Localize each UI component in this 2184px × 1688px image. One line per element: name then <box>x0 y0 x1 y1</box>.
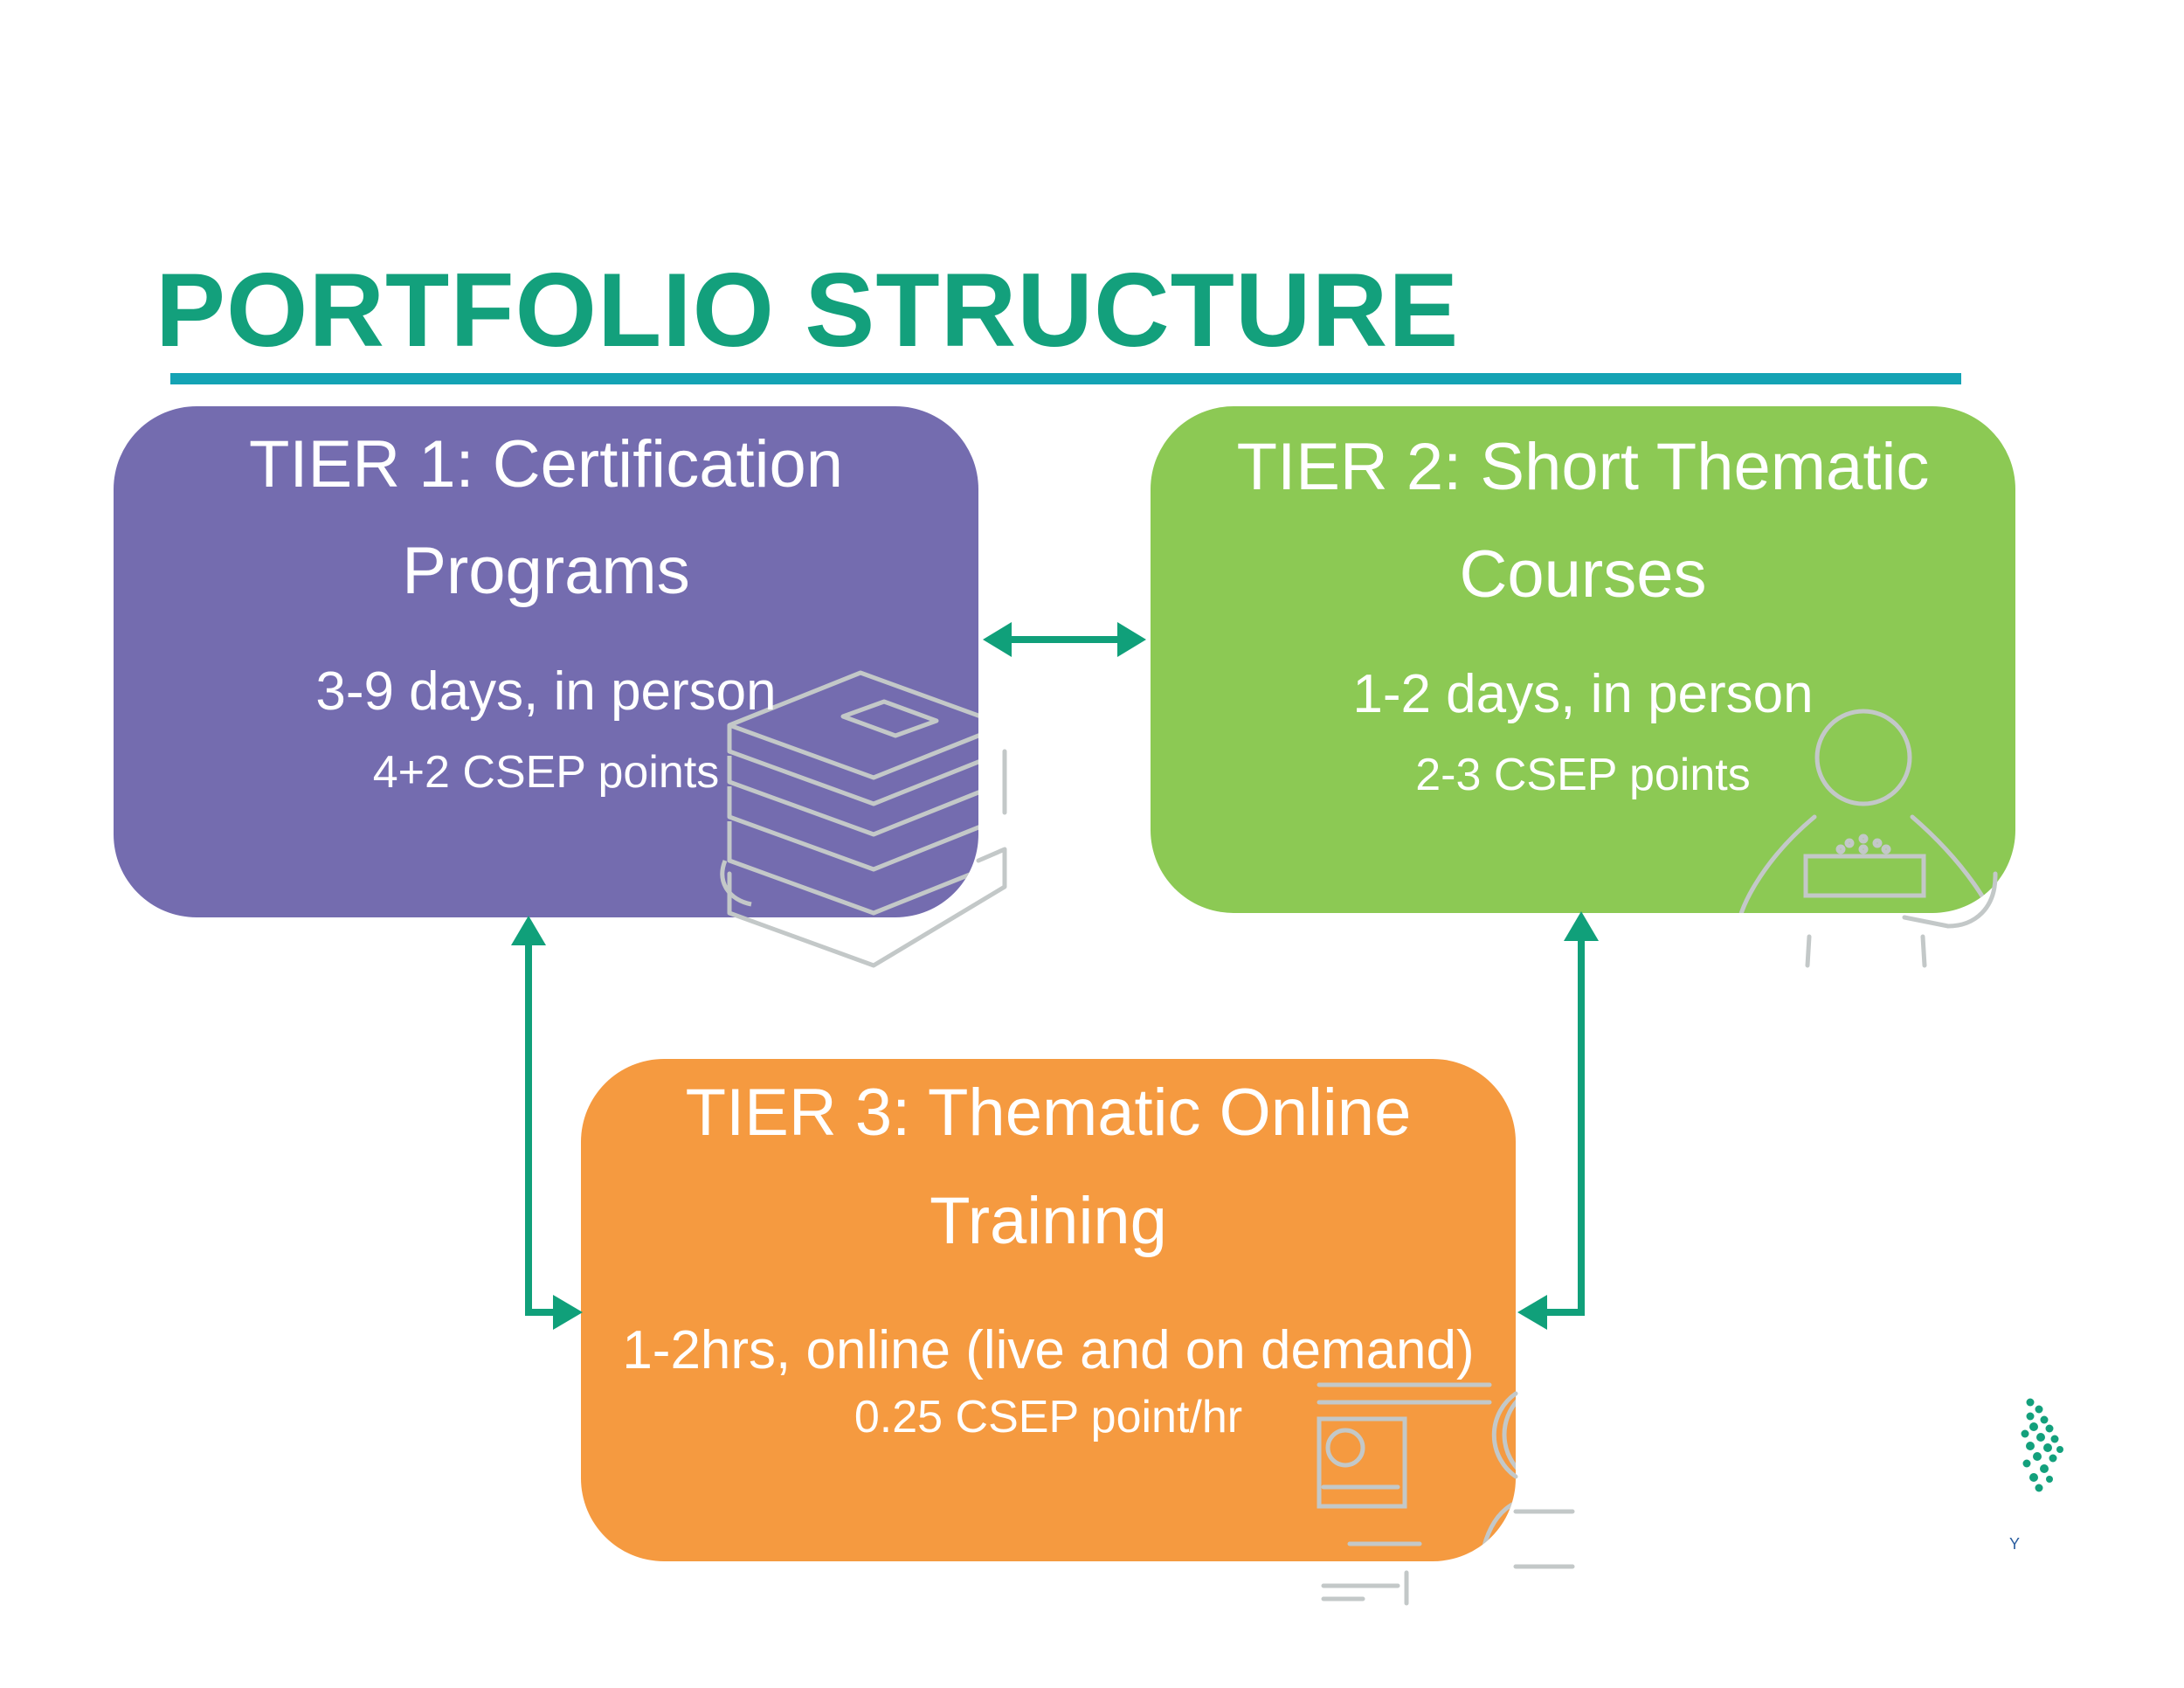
title-underline <box>170 373 1961 384</box>
tier-3-points: 0.25 CSEP point/hr <box>854 1392 1243 1442</box>
tier-1-title-line-2: Programs <box>402 534 690 608</box>
arrowhead-tier2-right <box>1117 622 1146 657</box>
online-presenter-icon-body <box>1513 1509 1575 1569</box>
arrowhead-tier1-up <box>511 916 546 945</box>
tier-3-box: TIER 3: Thematic Online Training 1-2hrs,… <box>581 1059 1516 1561</box>
person-reading-icon-right-arm <box>1902 871 1998 929</box>
arrowhead-tier2-up <box>1564 911 1599 941</box>
tier-2-box: TIER 2: Short Thematic Courses 1-2 days,… <box>1151 406 2015 913</box>
tier-3-title-line-1: TIER 3: Thematic Online <box>685 1076 1412 1150</box>
person-reading-icon <box>1738 709 1994 913</box>
tier-1-duration: 3-9 days, in person <box>315 661 777 722</box>
arrowhead-tier1-left <box>983 622 1012 657</box>
online-presenter-icon-desk <box>1321 1570 1409 1606</box>
footer-letter: Y <box>2009 1535 2021 1553</box>
page-title: PORTFOLIO STRUCTURE <box>156 252 1460 369</box>
tier-3-title-line-2: Training <box>930 1184 1167 1258</box>
books-icon-base <box>727 847 1007 968</box>
online-presenter-icon-head <box>1491 1391 1518 1479</box>
tier-2-points: 2-3 CSEP points <box>1415 750 1751 800</box>
tier-2-duration: 1-2 days, in person <box>1352 664 1814 724</box>
tier-2-title-line-1: TIER 2: Short Thematic <box>1236 430 1930 504</box>
arrow-tier2-tier3 <box>1542 939 1585 1316</box>
tier-1-title-line-1: TIER 1: Certification <box>249 427 843 502</box>
arrow-tier1-tier3 <box>525 944 555 1316</box>
arrowhead-tier3-left-in <box>553 1295 583 1330</box>
arrowhead-tier3-right-in <box>1517 1295 1547 1330</box>
books-icon <box>720 670 978 916</box>
tier-2-title-line-2: Courses <box>1459 537 1707 612</box>
dotted-logo-icon <box>2021 1398 2063 1492</box>
person-reading-icon-left-leg <box>1805 934 1812 968</box>
tier-3-duration: 1-2hrs, online (live and on demand) <box>622 1320 1475 1380</box>
online-presenter-icon <box>1317 1382 1516 1561</box>
tier-1-points: 4+2 CSEP points <box>372 747 720 798</box>
tier-1-box: TIER 1: Certification Programs 3-9 days,… <box>114 406 978 917</box>
person-reading-icon-right-leg <box>1920 934 1927 968</box>
